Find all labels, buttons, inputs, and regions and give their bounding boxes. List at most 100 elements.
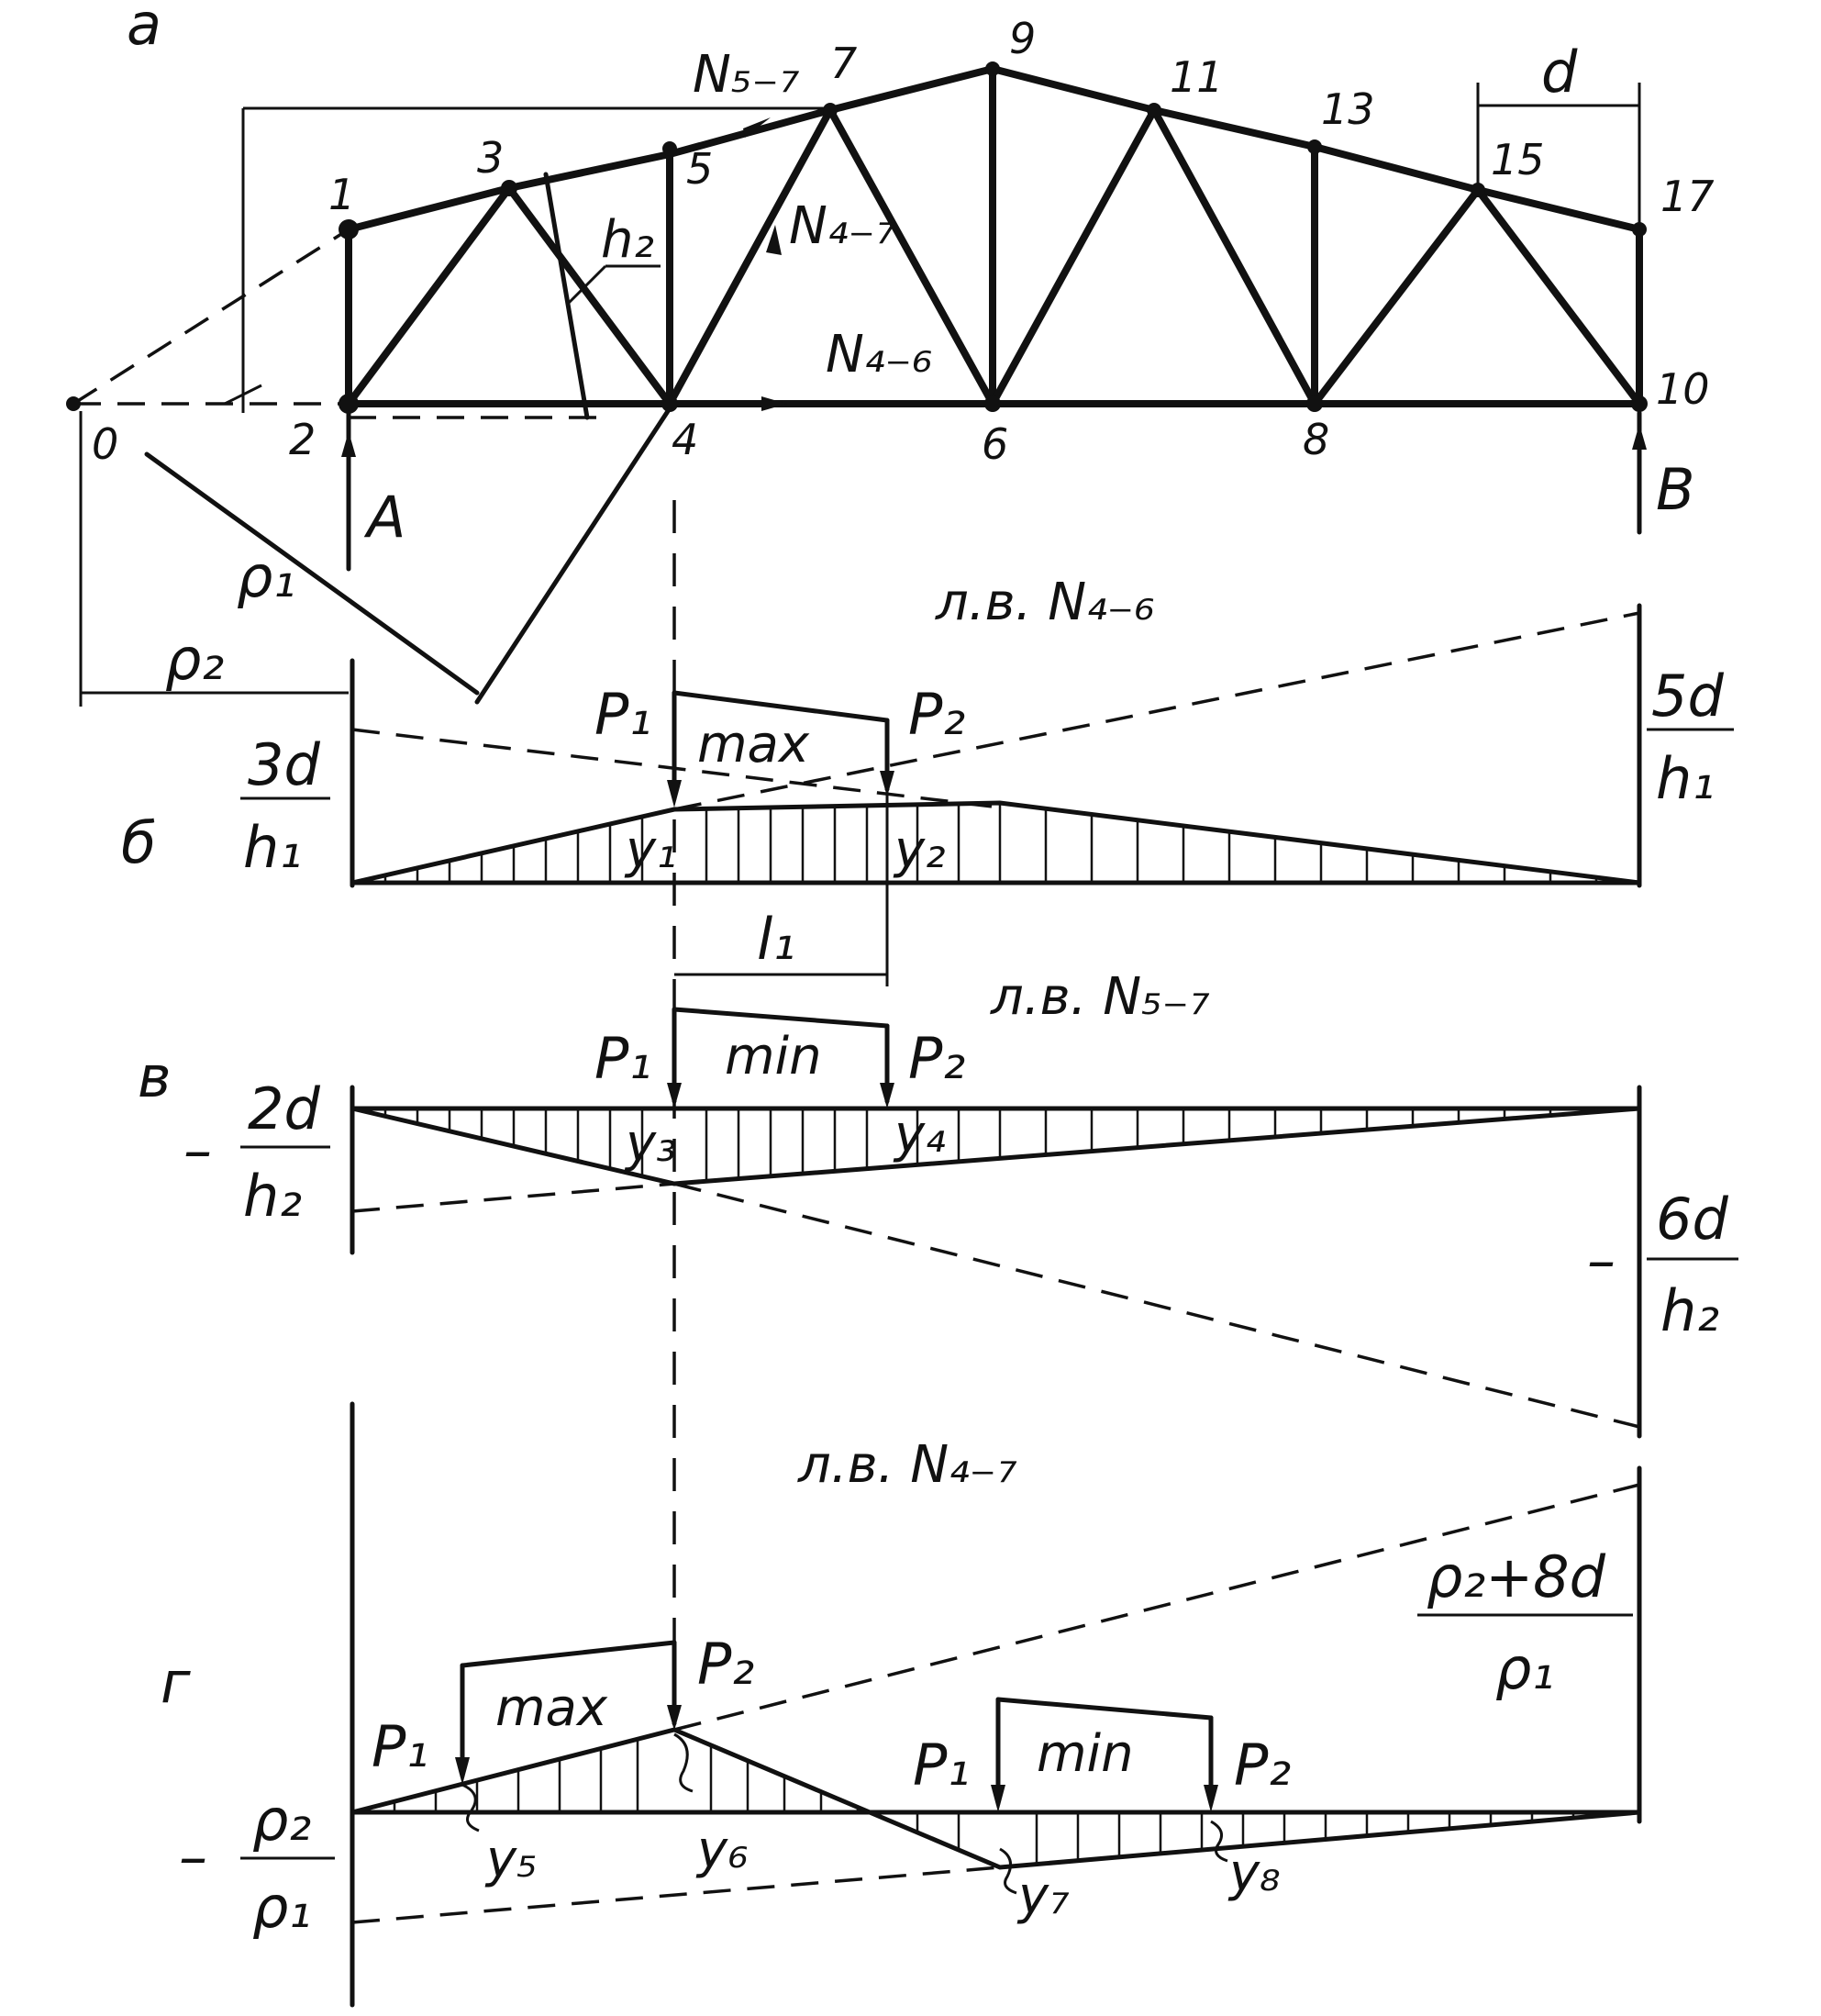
- N46-arrow: [761, 396, 787, 411]
- d-label: d: [1541, 39, 1578, 106]
- il-n47-ordinate-5-hook: [461, 1783, 480, 1832]
- il-n47-min-case: min: [1037, 1724, 1134, 1784]
- il-n57-case: min: [725, 1027, 822, 1086]
- il-n46-load-1-label: P₁: [594, 681, 651, 748]
- member-7-6: [827, 106, 996, 407]
- joint-15: [1471, 183, 1485, 197]
- il-n47-ordinate-8-hook: [1210, 1820, 1228, 1863]
- il-n57-load-1-label: P₁: [594, 1025, 651, 1092]
- il-n46-spacing-label: l₁: [757, 906, 795, 973]
- member-15-10: [1474, 186, 1643, 407]
- il-n46-ordinate-1: y₁: [624, 820, 677, 880]
- il-n47-max-load-2-arrow: [667, 1705, 682, 1731]
- joint-5: [662, 141, 677, 156]
- il-n57-load-1-arrow: [667, 1083, 682, 1108]
- h2-label: h₂: [601, 210, 654, 270]
- il-n47-ordinate-6-hook: [673, 1732, 694, 1793]
- il-n47-min-load-1-arrow: [991, 1785, 1005, 1812]
- il-n47-max-load-bar: [460, 1640, 677, 1668]
- node-label-8: 8: [1303, 415, 1329, 464]
- il-n46-right-num: 5d: [1651, 663, 1724, 730]
- node-label-6: 6: [982, 419, 1008, 469]
- node-label-9: 9: [1009, 14, 1036, 63]
- member-2-3: [345, 184, 513, 407]
- panel-label-g: г: [161, 1649, 191, 1716]
- il-n46-right-dashed: [673, 611, 1640, 811]
- member-4-7: [666, 106, 834, 407]
- joint-2: [339, 394, 359, 414]
- il-n47-min-load-1-label: P₁: [913, 1732, 970, 1799]
- il-n47-line: [350, 1727, 1642, 1870]
- joint-3: [501, 180, 517, 196]
- h2-leader: [567, 264, 607, 305]
- node-label-2: 2: [289, 415, 316, 464]
- il-n47-min-load-bar: [995, 1697, 1214, 1721]
- node-labels: 0 1 2 3 4 5 6 7 8 9 10 11 13 15 17: [92, 14, 1715, 469]
- r1-line: [144, 451, 480, 696]
- joint-11: [1147, 103, 1161, 117]
- il-n46-case: max: [697, 715, 810, 774]
- il-n46-load-1-arrow: [667, 780, 682, 808]
- node-label-17: 17: [1660, 172, 1715, 221]
- il-n46-left-num: 3d: [248, 731, 320, 798]
- il-panel-n46: б л.в. N₄₋₆: [121, 573, 1734, 986]
- node-label-1: 1: [328, 170, 355, 219]
- node-label-13: 13: [1321, 84, 1375, 134]
- il-n47-ordinate-5: y₅: [484, 1830, 538, 1889]
- node-label-0: 0: [92, 419, 118, 469]
- N57-arrow: [743, 117, 771, 138]
- il-n47-right-dashed: [673, 1483, 1640, 1732]
- il-panel-n57: в л.в. N₅₋₇: [138, 967, 1738, 1439]
- N57-label: N₅₋₇: [693, 45, 800, 105]
- il-n57-right-sign: –: [1587, 1227, 1616, 1294]
- r1-normal: [474, 406, 672, 705]
- node-label-3: 3: [477, 133, 504, 183]
- member-11-8: [1150, 106, 1318, 407]
- il-n46-title: л.в. N₄₋₆: [935, 573, 1155, 632]
- member-8-15: [1311, 186, 1482, 407]
- h2-line: [543, 172, 590, 420]
- il-n57-load-2-label: P₂: [908, 1025, 965, 1092]
- il-n57-right-den: h₂: [1660, 1277, 1719, 1344]
- il-n46-left-den: h₁: [243, 814, 302, 881]
- top-chord-extension: [72, 228, 350, 406]
- il-n47-max-load-2-label: P₂: [697, 1631, 754, 1698]
- joint-7: [823, 103, 838, 117]
- il-n57-title: л.в. N₅₋₇: [990, 967, 1210, 1027]
- truss-joints: [66, 61, 1648, 414]
- il-n57-left-num: 2d: [248, 1075, 320, 1142]
- support-b-arrow: [1632, 424, 1647, 450]
- il-n47-max-case: max: [495, 1678, 608, 1738]
- il-n57-ordinate-2: y₄: [893, 1105, 946, 1164]
- panel-label-a: а: [127, 0, 161, 58]
- il-n47-right-num: ρ₂+8d: [1427, 1543, 1606, 1610]
- il-n57-left-den: h₂: [243, 1163, 302, 1230]
- support-label-b: B: [1656, 456, 1695, 523]
- panel-label-v: в: [138, 1043, 172, 1110]
- il-n47-min-load-2-label: P₂: [1234, 1732, 1291, 1799]
- il-n57-ordinate-1: y₃: [624, 1114, 677, 1174]
- il-n46-ordinate-2: y₂: [893, 820, 946, 880]
- N46-label: N₄₋₆: [826, 325, 932, 384]
- il-n57-left-dashed: [351, 1182, 675, 1213]
- joint-6: [984, 395, 1001, 412]
- truss-panel: а: [66, 0, 1715, 707]
- joint-9: [985, 61, 1000, 76]
- il-n47-left-den: ρ₁: [252, 1874, 311, 1941]
- il-n57-right-num: 6d: [1656, 1186, 1728, 1253]
- truss-members: [345, 64, 1643, 407]
- joint-10: [1631, 395, 1648, 412]
- il-n46-load-bar: [672, 690, 890, 723]
- joint-4: [661, 395, 678, 412]
- node-label-4: 4: [672, 415, 698, 464]
- il-n57-hatching: [383, 1108, 1598, 1181]
- joint-13: [1307, 139, 1322, 154]
- il-n47-max-load-1-label: P₁: [372, 1713, 428, 1780]
- r1-label: ρ₁: [237, 543, 295, 610]
- support-a-arrow: [341, 431, 356, 457]
- il-n47-hatching: [393, 1739, 1575, 1865]
- r2-label: ρ₂: [165, 626, 224, 693]
- il-n57-line: [350, 1106, 1642, 1186]
- il-n47-max-load-1-arrow: [455, 1757, 470, 1785]
